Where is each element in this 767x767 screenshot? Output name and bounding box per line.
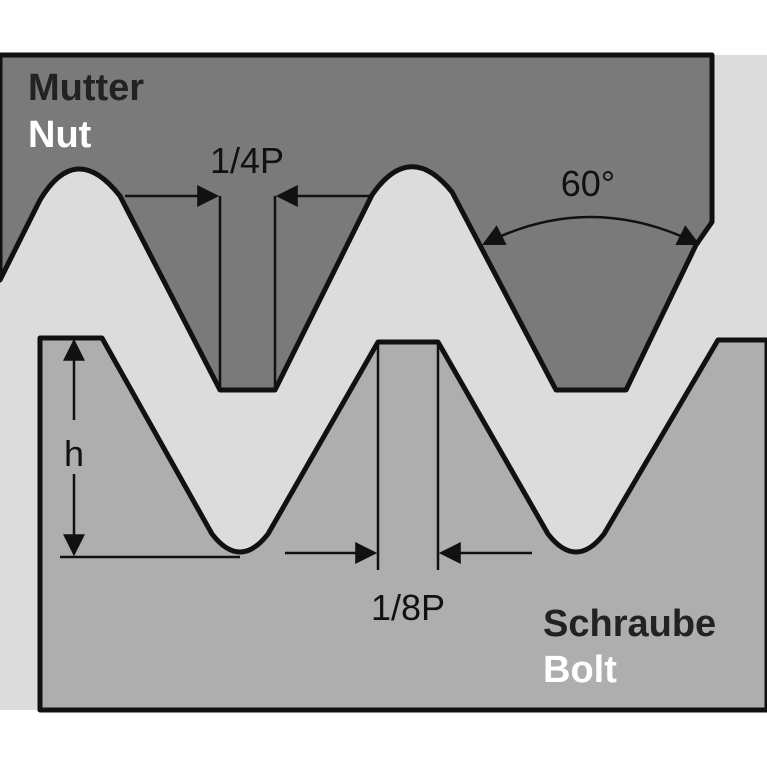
bolt-label-en: Bolt [543, 649, 617, 691]
nut-label-de: Mutter [28, 67, 144, 109]
angle-label: 60° [561, 163, 615, 204]
nut-label-en: Nut [28, 114, 92, 156]
root-flat-label: 1/8P [371, 587, 445, 628]
angle-arc [482, 215, 700, 246]
bolt-label-de: Schraube [543, 603, 716, 645]
nut-profile [0, 52, 715, 393]
height-label: h [64, 433, 84, 474]
crest-flat-label: 1/4P [210, 140, 284, 181]
